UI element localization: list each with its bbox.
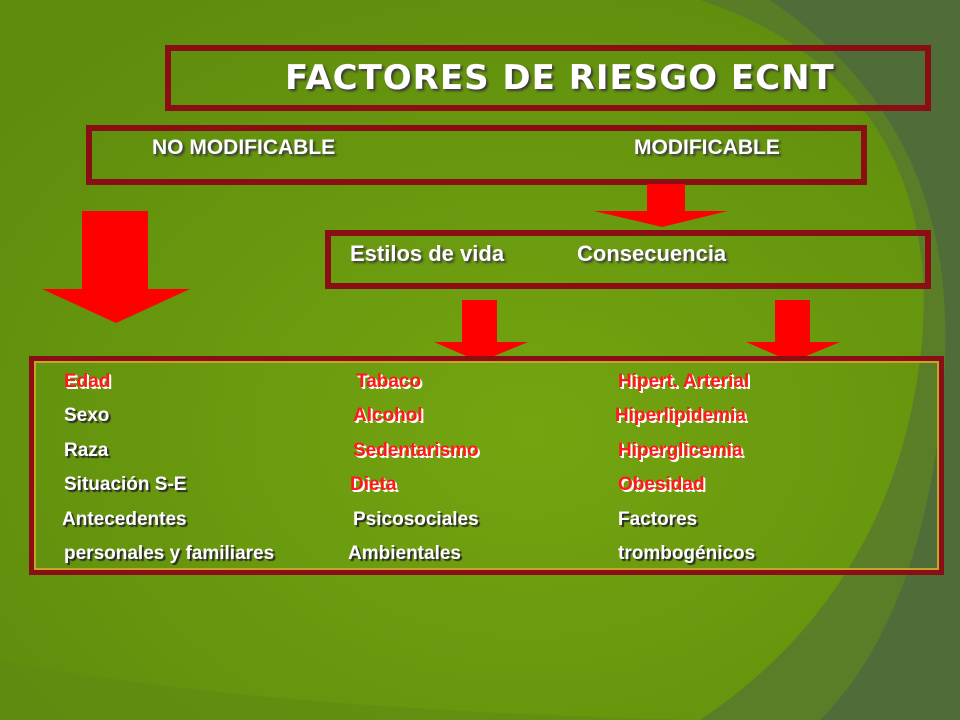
category-header-box <box>86 125 867 185</box>
list-item: Obesidad <box>618 474 705 495</box>
list-item: Sedentarismo <box>353 440 479 461</box>
modificable-label: MODIFICABLE <box>634 136 780 159</box>
arrow-down-icon <box>42 211 190 323</box>
list-item: Psicosociales <box>353 509 479 530</box>
no-modificable-label: NO MODIFICABLE <box>152 136 336 159</box>
list-item: Situación S-E <box>64 474 187 495</box>
list-item: personales y familiares <box>64 543 275 564</box>
list-item: Ambientales <box>348 543 461 564</box>
title-box <box>165 45 931 111</box>
consecuencia-label: Consecuencia <box>577 241 727 266</box>
list-item: Alcohol <box>353 405 423 426</box>
arrow-down-icon <box>594 184 728 227</box>
list-item: Antecedentes <box>62 509 187 530</box>
list-item: Raza <box>64 440 109 461</box>
list-item: Hiperlipidemia <box>615 405 746 426</box>
list-item: Sexo <box>64 405 110 426</box>
list-item: trombogénicos <box>618 543 756 564</box>
list-item: Tabaco <box>356 371 422 392</box>
arrow-down-icon <box>746 300 840 362</box>
factors-table-box <box>29 356 944 575</box>
modificable-subcategory-box <box>325 230 931 289</box>
arrow-down-icon <box>434 300 528 362</box>
list-item: Hiperglicemia <box>618 440 743 461</box>
estilos-de-vida-label: Estilos de vida <box>350 241 505 266</box>
list-item: Factores <box>618 509 698 530</box>
page-title: FACTORES DE RIESGO ECNT <box>285 58 835 98</box>
list-item: Hipert. Arterial <box>618 371 750 392</box>
list-item: Edad <box>64 371 111 392</box>
list-item: Dieta <box>350 474 397 495</box>
